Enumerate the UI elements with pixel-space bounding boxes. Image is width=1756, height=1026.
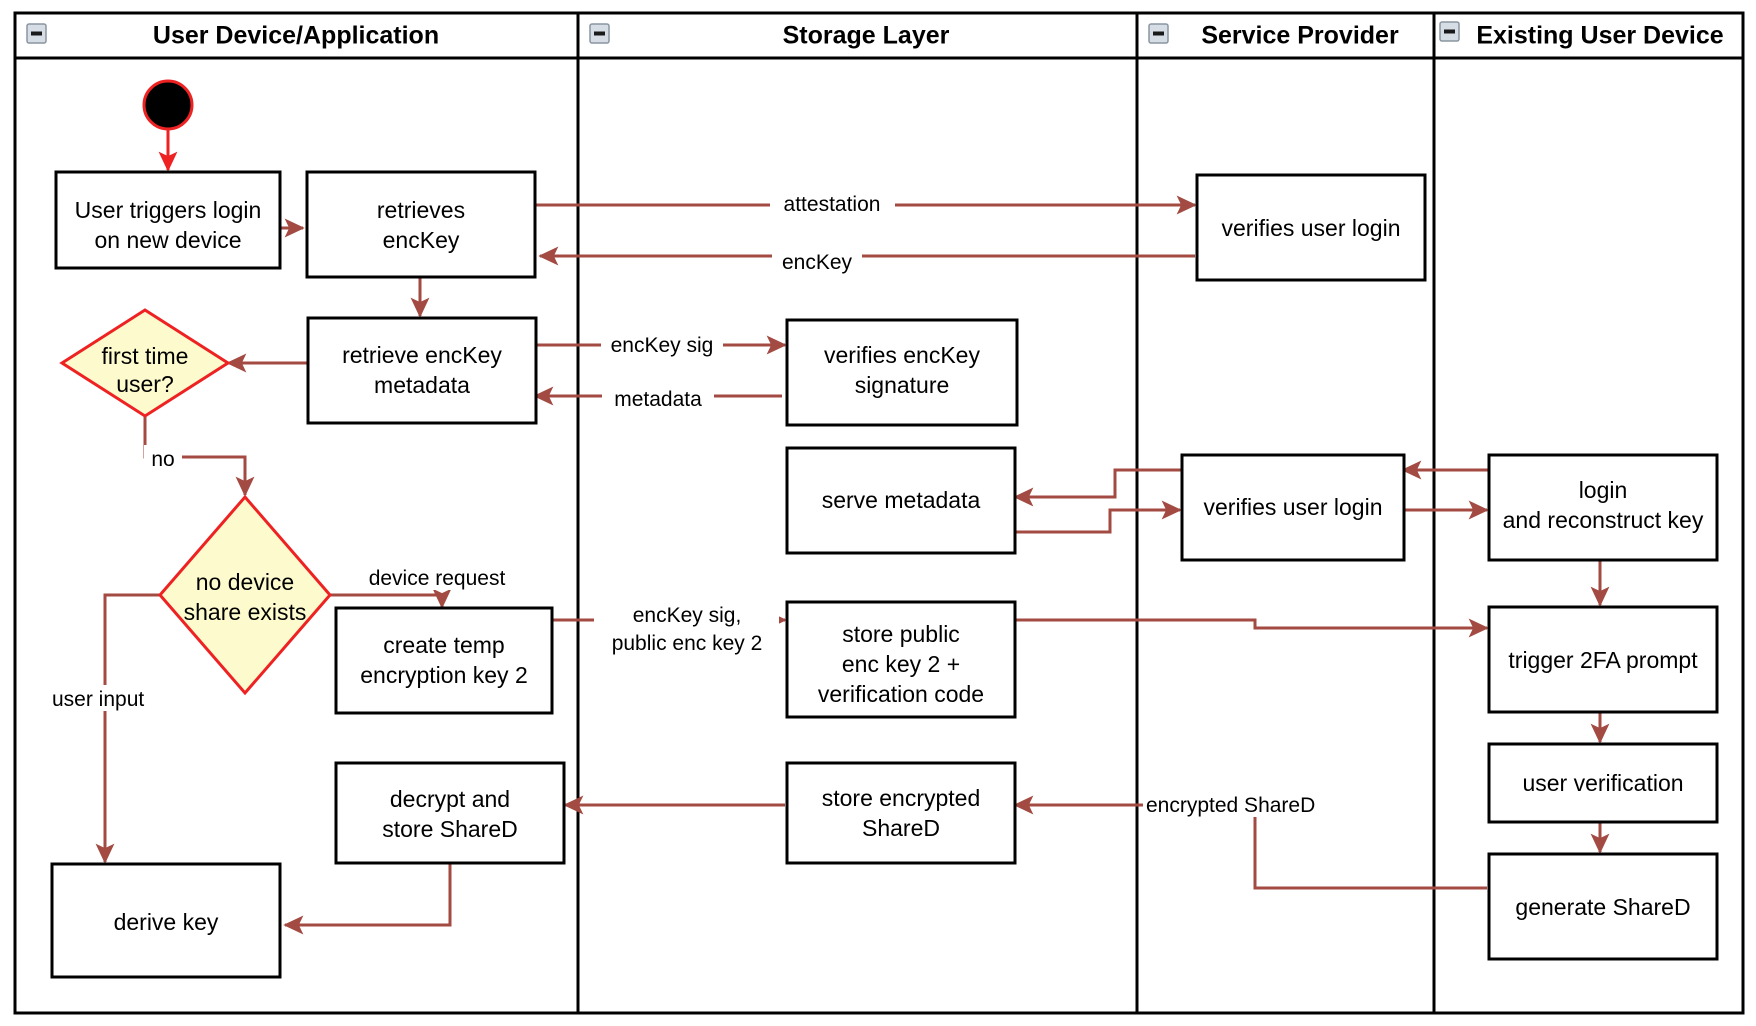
edge-user-input-to-derive-key — [95, 593, 160, 864]
edge-label-attestation-text: attestation — [784, 193, 881, 216]
edge-label-enckey-sig-pk2-line-1: encKey sig, — [633, 604, 742, 627]
edge-label-device-request: device request — [352, 564, 522, 590]
edge-label-metadata-text: metadata — [614, 388, 702, 411]
node-derive-key-label: derive key — [114, 909, 219, 935]
edge-store-public-key-to-2fa — [1015, 618, 1489, 638]
node-store-encrypted-shared-line-2: ShareD — [862, 815, 940, 841]
edge-label-metadata: metadata — [602, 385, 714, 411]
node-decrypt-store-shared-line-1: decrypt and — [390, 786, 510, 812]
node-verifies-user-login-2[interactable]: verifies user login — [1180, 453, 1406, 562]
node-no-device-share-exists-line-2: share exists — [184, 599, 307, 625]
node-store-public-key-line-3: verification code — [818, 681, 984, 707]
node-generate-shared-label: generate ShareD — [1515, 894, 1690, 920]
node-retrieve-enckey-metadata-line-2: metadata — [374, 372, 470, 398]
edge-label-no: no — [144, 445, 182, 471]
node-first-time-user-line-1: first time — [102, 343, 189, 369]
edge-label-attestation: attestation — [770, 190, 895, 216]
node-first-time-user[interactable]: first time user? — [59, 308, 231, 418]
edge-label-enckey-text: encKey — [782, 251, 853, 274]
node-no-device-share-exists[interactable]: no device share exists — [158, 494, 332, 696]
edge-decrypt-to-derive-key — [283, 855, 452, 935]
node-retrieves-enckey-line-1: retrieves — [377, 197, 465, 223]
edge-no-to-device-share — [143, 412, 255, 497]
node-verifies-enckey-signature[interactable]: verifies encKey signature — [785, 318, 1019, 427]
node-generate-shared[interactable]: generate ShareD — [1487, 852, 1719, 961]
edge-device-request — [330, 588, 452, 609]
node-trigger-2fa-prompt-label: trigger 2FA prompt — [1508, 647, 1698, 673]
edge-label-user-input-text: user input — [52, 688, 144, 711]
edge-label-encrypted-shared-text: encrypted ShareD — [1146, 794, 1315, 817]
node-login-reconstruct-line-2: and reconstruct key — [1503, 507, 1704, 533]
node-store-encrypted-shared[interactable]: store encrypted ShareD — [785, 761, 1017, 865]
node-store-public-enc-key-2[interactable]: store public enc key 2 + verification co… — [785, 600, 1017, 719]
lane-title-service-provider: Service Provider — [1201, 22, 1399, 50]
node-serve-metadata[interactable]: serve metadata — [785, 446, 1017, 555]
lane-collapse-icon-4[interactable] — [1439, 21, 1460, 42]
node-user-verification[interactable]: user verification — [1487, 742, 1719, 824]
node-login-and-reconstruct-key[interactable]: login and reconstruct key — [1487, 453, 1719, 562]
lane-collapse-icon-3[interactable] — [1148, 23, 1169, 44]
lane-collapse-icon-1[interactable] — [26, 23, 47, 44]
node-start[interactable] — [142, 79, 194, 131]
edge-label-user-input: user input — [48, 685, 170, 711]
node-user-verification-label: user verification — [1522, 770, 1683, 796]
edge-encrypted-shared — [1013, 795, 1487, 890]
node-user-triggers-login-line-1: User triggers login — [75, 197, 262, 223]
node-store-encrypted-shared-line-1: store encrypted — [822, 785, 981, 811]
node-store-public-key-line-2: enc key 2 + — [842, 651, 960, 677]
edge-label-encrypted-shared: encrypted ShareD — [1143, 791, 1338, 817]
edge-label-enckey: encKey — [772, 248, 862, 274]
node-retrieves-enckey-line-2: encKey — [383, 227, 460, 253]
node-retrieve-enckey-metadata[interactable]: retrieve encKey metadata — [306, 316, 538, 425]
node-decrypt-and-store-shared[interactable]: decrypt and store ShareD — [334, 761, 566, 865]
edge-label-enckey-sig-public-enc-key-2: encKey sig, public enc key 2 — [594, 596, 779, 655]
node-serve-metadata-label: serve metadata — [822, 487, 981, 513]
edge-serve-metadata-to-verify-2 — [1015, 500, 1182, 534]
node-login-reconstruct-line-1: login — [1579, 477, 1628, 503]
lane-title-existing-device: Existing User Device — [1476, 22, 1723, 50]
node-verifies-user-login-1[interactable]: verifies user login — [1195, 173, 1427, 282]
lane-title-user-device: User Device/Application — [153, 22, 439, 50]
node-retrieve-enckey-metadata-line-1: retrieve encKey — [342, 342, 502, 368]
edge-label-enckey-sig: encKey sig — [601, 331, 723, 357]
node-first-time-user-line-2: user? — [116, 371, 174, 397]
node-decrypt-store-shared-line-2: store ShareD — [382, 816, 518, 842]
node-user-triggers-login-line-2: on new device — [94, 227, 241, 253]
node-store-public-key-line-1: store public — [842, 621, 960, 647]
node-verifies-user-login-1-label: verifies user login — [1222, 215, 1401, 241]
node-verifies-user-login-2-label: verifies user login — [1204, 494, 1383, 520]
edge-label-no-text: no — [151, 448, 174, 471]
edge-label-enckey-sig-pk2-line-2: public enc key 2 — [612, 632, 763, 655]
node-user-triggers-login[interactable]: User triggers login on new device — [54, 170, 282, 270]
edge-label-enckey-sig-text: encKey sig — [611, 334, 714, 357]
edge-verify-2-to-serve-metadata — [1013, 468, 1185, 507]
node-create-temp-key-line-1: create temp — [383, 632, 504, 658]
node-create-temp-key-line-2: encryption key 2 — [360, 662, 527, 688]
node-create-temp-encryption-key-2[interactable]: create temp encryption key 2 — [334, 606, 554, 715]
node-trigger-2fa-prompt[interactable]: trigger 2FA prompt — [1487, 605, 1719, 714]
node-verifies-enckey-sig-line-1: verifies encKey — [824, 342, 980, 368]
lane-title-storage: Storage Layer — [783, 22, 950, 50]
edge-label-device-request-text: device request — [369, 567, 506, 590]
node-verifies-enckey-sig-line-2: signature — [855, 372, 950, 398]
node-no-device-share-exists-line-1: no device — [196, 569, 294, 595]
node-derive-key[interactable]: derive key — [50, 862, 282, 979]
lane-collapse-icon-2[interactable] — [589, 23, 610, 44]
node-retrieves-enckey[interactable]: retrieves encKey — [305, 170, 537, 279]
